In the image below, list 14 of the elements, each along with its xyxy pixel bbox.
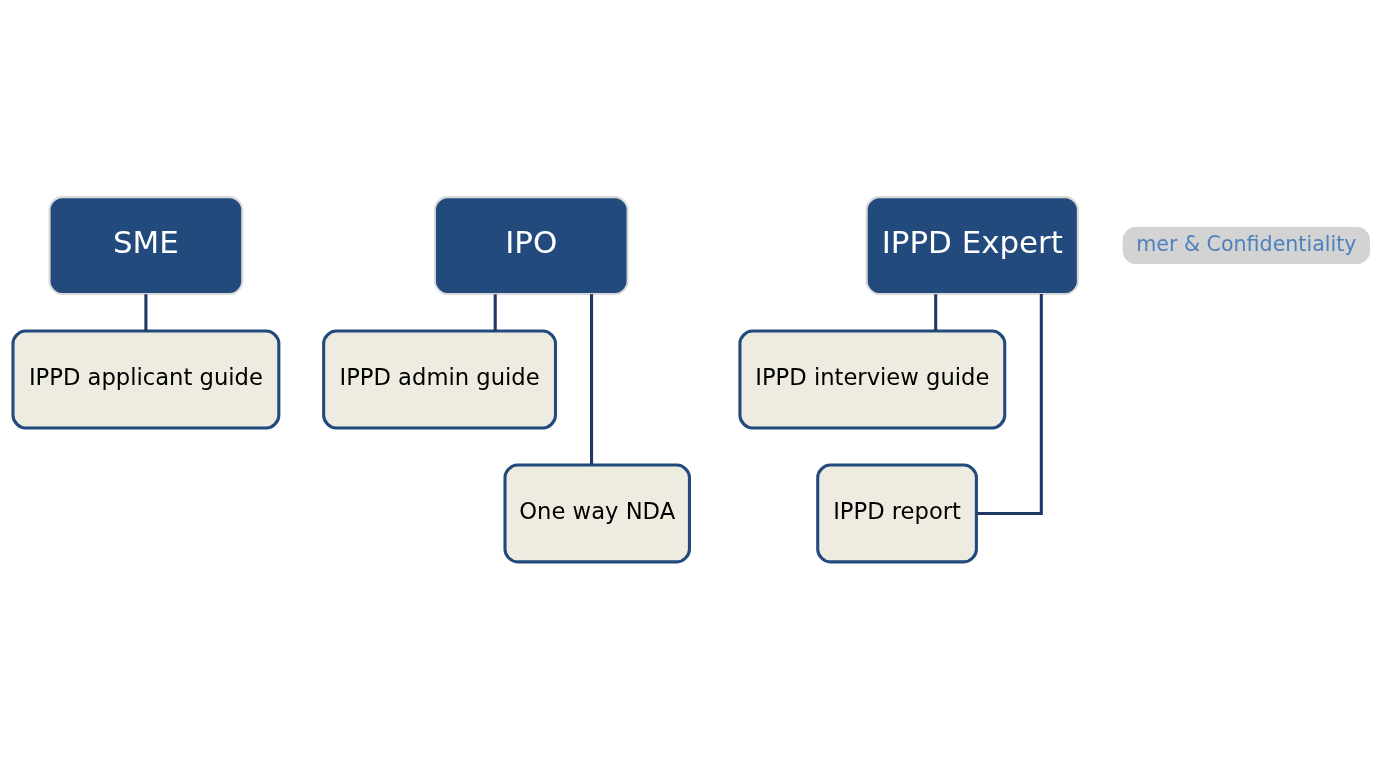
- connector: [144, 293, 148, 331]
- connector: [976, 293, 1043, 515]
- node-box: IPPD admin guide: [322, 329, 558, 429]
- connector: [590, 293, 594, 465]
- node-box: IPO: [433, 195, 629, 295]
- node-box: One way NDA: [503, 462, 691, 563]
- label: mer & Confidentiality: [1136, 231, 1357, 256]
- node-box: IPPD applicant guide: [11, 329, 281, 429]
- node-box: IPPD interview guide: [738, 329, 1007, 429]
- node-box: IPPD report: [816, 462, 978, 563]
- connector: [934, 293, 938, 331]
- node-box: IPPD Expert: [865, 195, 1079, 295]
- node-box: SME: [48, 195, 244, 295]
- connector: [493, 293, 497, 331]
